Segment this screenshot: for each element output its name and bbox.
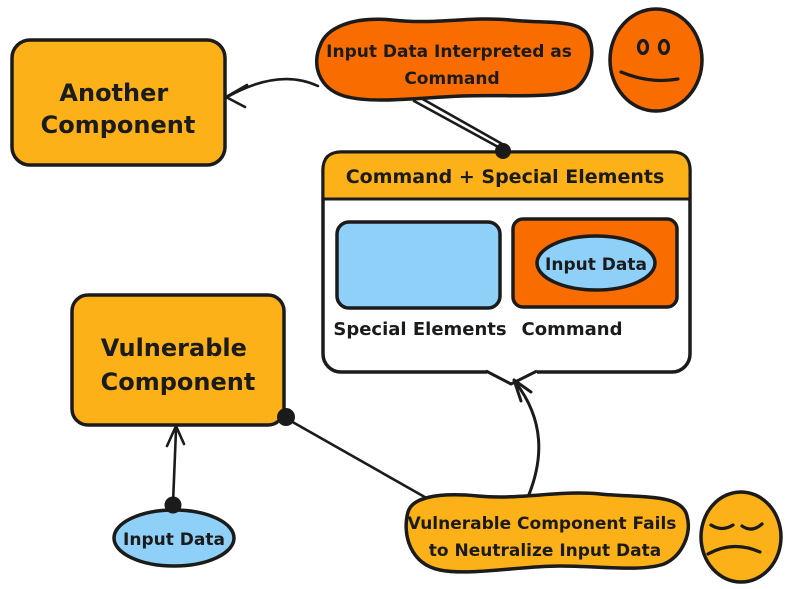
interpreted-banner-label-line1: Input Data Interpreted as — [326, 42, 572, 62]
special-elements-label: Special Elements — [333, 319, 506, 340]
frowning-face-head — [608, 7, 704, 113]
another-component-label-line2: Component — [41, 111, 196, 139]
connector-dot-vulnerable-corner — [277, 408, 295, 426]
connector-dot-input-data-top — [164, 496, 182, 514]
sad-face-left-eye — [709, 523, 735, 531]
vulnerable-component-label: Vulnerable Component — [101, 334, 256, 396]
input-data-in-command-ellipse — [535, 234, 657, 292]
frowning-face-right-eye — [657, 38, 671, 56]
fails-banner-label: Vulnerable Component Fails to Neutralize… — [408, 514, 683, 561]
vulnerable-component-label-line1: Vulnerable — [101, 334, 247, 362]
another-component-node: Another Component — [10, 38, 227, 167]
container-notch — [485, 369, 538, 386]
command-label: Command — [522, 319, 623, 340]
container-header — [321, 150, 692, 201]
connector-banner-to-another-component — [224, 77, 320, 109]
arrowhead-up-icon — [165, 424, 186, 448]
input-data-node: Input Data — [112, 508, 236, 568]
connector-fails-banner-to-container — [512, 378, 541, 499]
vulnerable-component-label-line2: Component — [101, 368, 256, 396]
fails-banner-label-line2: to Neutralize Input Data — [429, 541, 662, 561]
another-component-label: Another Component — [41, 79, 196, 139]
connector-line — [514, 381, 541, 499]
connector-line — [171, 428, 178, 505]
input-data-label: Input Data — [123, 530, 225, 550]
special-elements-box — [335, 220, 502, 310]
input-data-in-command-label: Input Data — [545, 255, 647, 275]
interpreted-as-command-banner: Input Data Interpreted as Command — [315, 17, 594, 102]
another-component-box — [10, 38, 227, 167]
connector-container-to-banner — [412, 95, 506, 150]
interpreted-banner-shape — [315, 17, 594, 102]
frowning-face-mouth — [619, 70, 680, 83]
frowning-face-icon — [608, 7, 704, 113]
vulnerable-component-box — [70, 293, 286, 427]
frowning-face-left-eye — [636, 38, 650, 56]
sad-face-right-eye — [740, 522, 764, 531]
vulnerable-component-node: Vulnerable Component — [70, 293, 286, 427]
interpreted-banner-label-line2: Command — [404, 69, 499, 89]
sad-face-icon — [699, 490, 783, 584]
connector-dot-container-top — [495, 143, 511, 159]
fails-banner-shape — [404, 491, 690, 574]
connector-vulnerable-to-fails-banner — [287, 418, 432, 502]
connector-line — [417, 95, 506, 147]
command-special-elements-container: Command + Special Elements Input Data Sp… — [321, 150, 692, 386]
connector-input-data-to-vulnerable — [165, 424, 186, 505]
interpreted-banner-label: Input Data Interpreted as Command — [326, 42, 578, 89]
fails-banner-label-line1: Vulnerable Component Fails — [408, 514, 677, 534]
fails-to-neutralize-banner: Vulnerable Component Fails to Neutralize… — [404, 491, 690, 574]
connector-line — [412, 99, 502, 150]
arrowhead-up-icon — [512, 378, 533, 403]
connector-line — [287, 418, 432, 502]
sad-face-mouth — [706, 544, 762, 556]
sad-face-head — [699, 490, 783, 584]
another-component-label-line1: Another — [59, 79, 168, 107]
container-header-label: Command + Special Elements — [346, 166, 665, 188]
